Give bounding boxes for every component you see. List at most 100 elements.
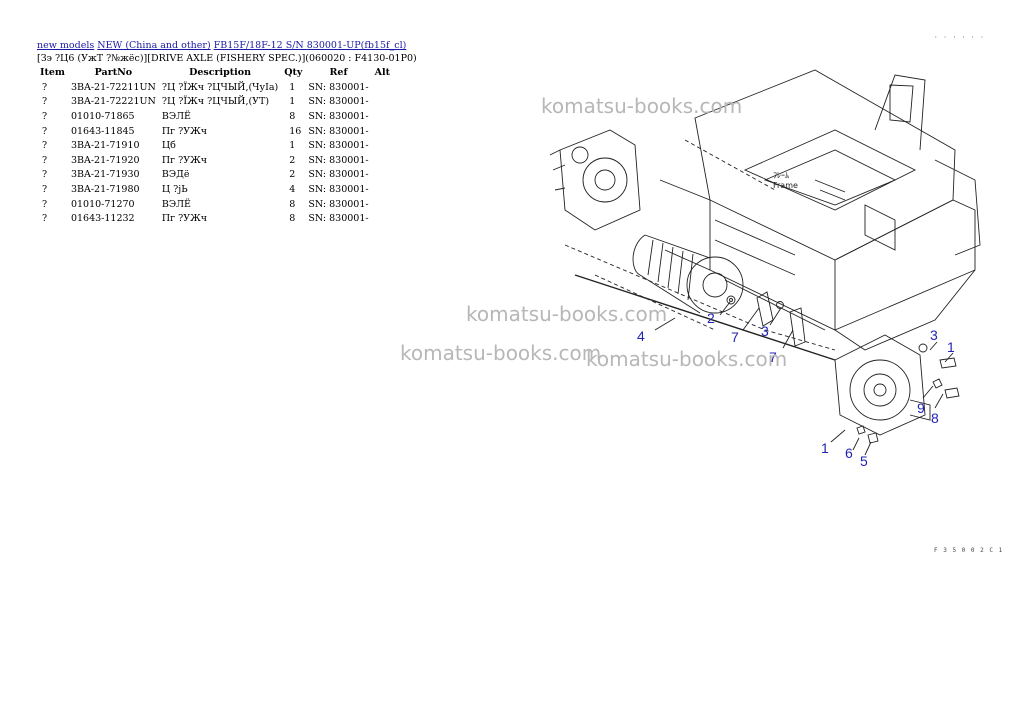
cell-qty: 1 — [289, 140, 296, 152]
watermark-3: komatsu-books.com — [400, 341, 602, 365]
cell-ref: SN: 830001- — [308, 213, 369, 225]
callout-3c: 3 — [930, 327, 938, 343]
figure-corner-top: · · · · · · — [934, 34, 985, 41]
cell-alt — [372, 153, 393, 168]
watermark-2: komatsu-books.com — [466, 302, 668, 326]
frame-label-en: Frame — [773, 181, 798, 190]
cell-item: ? — [42, 96, 48, 108]
cell-desc: ?Ц ?ЇЖч ?ЦЧЫЙ,(ЧуІа) — [161, 81, 279, 93]
cell-part: 3BA-21-71920 — [70, 154, 140, 166]
cell-item: ? — [42, 183, 48, 195]
cell-part: 01643-11845 — [70, 125, 135, 137]
breadcrumb-link-new-china[interactable]: NEW (China and other) — [97, 40, 211, 51]
watermark-4: komatsu-books.com — [586, 347, 788, 371]
callout-5: 5 — [860, 453, 868, 469]
table-row: ? 3BA-21-71980 Ц ?јЬ 4 SN: 830001- — [37, 182, 393, 197]
cell-ref: SN: 830001- — [308, 154, 369, 166]
table-row: ? 3BA-21-71930 ВЭДё 2 SN: 830001- — [37, 168, 393, 183]
cell-item: ? — [42, 110, 48, 122]
callout-2: 1 — [947, 339, 955, 355]
callout-3b: 3 — [761, 323, 769, 339]
cell-ref: SN: 830001- — [308, 140, 369, 152]
cell-desc: ВЭЛЁ — [161, 198, 191, 210]
breadcrumb-link-new-models[interactable]: new models — [37, 40, 95, 51]
col-header-ref: Ref — [329, 67, 348, 78]
cell-alt — [372, 95, 393, 110]
cell-qty: 2 — [289, 169, 296, 181]
cell-part: 3BA-21-71910 — [70, 140, 140, 152]
callout-7a: 7 — [731, 329, 739, 345]
watermark-1: komatsu-books.com — [541, 94, 743, 118]
frame-drawing — [549, 69, 981, 456]
cell-ref: SN: 830001- — [308, 81, 369, 93]
cell-ref: SN: 830001- — [308, 96, 369, 108]
cell-part: 3BA-21-71930 — [70, 169, 140, 181]
cell-desc: Пг ?УЖч — [161, 154, 208, 166]
cell-desc: Пг ?УЖч — [161, 213, 208, 225]
cell-alt — [372, 109, 393, 124]
cell-alt — [372, 168, 393, 183]
cell-part: 3BA-21-71980 — [70, 183, 140, 195]
cell-item: ? — [42, 213, 48, 225]
cell-qty: 16 — [289, 125, 302, 137]
table-row: ? 3BA-21-72221UN ?Ц ?ЇЖч ?ЦЧЫЙ,(УТ) 1 SN: 83… — [37, 95, 393, 110]
cell-qty: 8 — [289, 110, 296, 122]
cell-item: ? — [42, 140, 48, 152]
parts-table: Item PartNo Description Qty Ref Alt ? 3BA… — [37, 66, 393, 226]
cell-alt — [372, 211, 393, 226]
breadcrumb-link-model[interactable]: FB15F/18F-12 S/N 830001-UP(fb15f_cl) — [213, 40, 407, 51]
cell-ref: SN: 830001- — [308, 169, 369, 181]
table-row: ? 3BA-21-72211UN ?Ц ?ЇЖч ?ЦЧЫЙ,(ЧуІа) 1 SN: … — [37, 80, 393, 95]
page-subtitle: [Зэ ?Ц6 (УжТ ?№жёс)][DRIVE AXLE (FISHERY… — [37, 53, 417, 64]
cell-item: ? — [42, 169, 48, 181]
cell-desc: Ц ?јЬ — [161, 183, 188, 195]
col-header-qty: Qty — [284, 67, 303, 78]
cell-desc: ВЭДё — [161, 169, 190, 181]
cell-qty: 4 — [289, 183, 296, 195]
col-header-description: Description — [189, 67, 252, 78]
cell-item: ? — [42, 81, 48, 93]
table-row: ? 3BA-21-71910 Цб 1 SN: 830001- — [37, 138, 393, 153]
table-row: ? 01010-71865 ВЭЛЁ 8 SN: 830001- — [37, 109, 393, 124]
table-row: ? 01010-71270 ВЭЛЁ 8 SN: 830001- — [37, 197, 393, 212]
cell-alt — [372, 138, 393, 153]
table-row: ? 01643-11232 Пг ?УЖч 8 SN: 830001- — [37, 211, 393, 226]
callout-6: 6 — [845, 445, 853, 461]
cell-alt — [372, 124, 393, 139]
cell-part: 01010-71270 — [70, 198, 135, 210]
cell-qty: 1 — [289, 96, 296, 108]
callout-3a: 2 — [707, 310, 715, 326]
breadcrumb: new models NEW (China and other) FB15F/1… — [37, 40, 406, 51]
cell-desc: Пг ?УЖч — [161, 125, 208, 137]
cell-part: 3BA-21-72211UN — [70, 81, 156, 93]
cell-ref: SN: 830001- — [308, 110, 369, 122]
cell-qty: 2 — [289, 154, 296, 166]
cell-part: 01643-11232 — [70, 213, 135, 225]
callout-9: 9 — [917, 400, 925, 416]
cell-alt — [372, 182, 393, 197]
table-row: ? 3BA-21-71920 Пг ?УЖч 2 SN: 830001- — [37, 153, 393, 168]
cell-desc: Цб — [161, 140, 176, 152]
callout-8: 8 — [931, 410, 939, 426]
cell-ref: SN: 830001- — [308, 183, 369, 195]
figure-corner-code: F 3 5 0 0 2 C 1 — [934, 547, 1004, 554]
cell-item: ? — [42, 198, 48, 210]
cell-part: 3BA-21-72221UN — [70, 96, 156, 108]
col-header-alt: Alt — [374, 67, 390, 78]
callout-4: 4 — [637, 328, 645, 344]
cell-item: ? — [42, 154, 48, 166]
cell-alt — [372, 80, 393, 95]
cell-qty: 8 — [289, 213, 296, 225]
callout-1: 1 — [821, 440, 829, 456]
cell-item: ? — [42, 125, 48, 137]
cell-ref: SN: 830001- — [308, 198, 369, 210]
callout-7b: 7 — [769, 349, 777, 365]
cell-part: 01010-71865 — [70, 110, 135, 122]
cell-qty: 1 — [289, 81, 296, 93]
cell-desc: ВЭЛЁ — [161, 110, 191, 122]
cell-qty: 8 — [289, 198, 296, 210]
cell-desc: ?Ц ?ЇЖч ?ЦЧЫЙ,(УТ) — [161, 96, 270, 108]
col-header-item: Item — [40, 67, 65, 78]
col-header-partno: PartNo — [94, 67, 133, 78]
